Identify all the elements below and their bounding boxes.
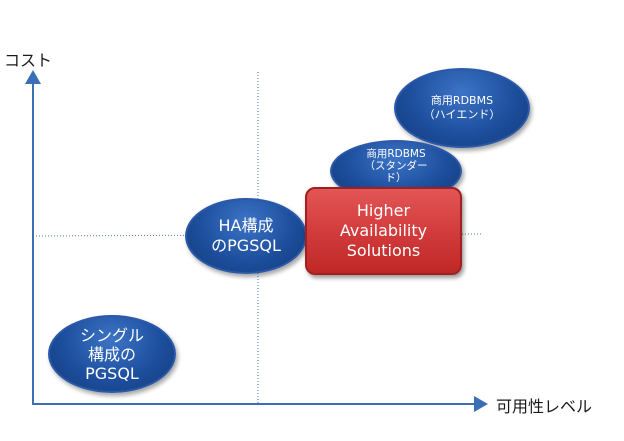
ha-pgsql-node: HA構成 のPGSQL <box>185 198 307 274</box>
high-availability-solutions-label: Higher Availability Solutions <box>339 201 428 260</box>
single-pgsql-node: シングル 構成の PGSQL <box>48 315 176 393</box>
x-axis-label: 可用性レベル <box>496 397 593 416</box>
commercial-rdbms-high-end-node: 商用RDBMS （ハイエンド） <box>394 68 530 148</box>
ha-pgsql-label: HA構成 のPGSQL <box>211 216 281 255</box>
high-availability-solutions-box: Higher Availability Solutions <box>305 187 462 275</box>
y-axis-label: コスト <box>4 51 53 70</box>
single-pgsql-label: シングル 構成の PGSQL <box>79 325 144 383</box>
commercial-rdbms-high-end-label: 商用RDBMS （ハイエンド） <box>423 94 501 121</box>
commercial-rdbms-standard-label: 商用RDBMS （スタンダー ド） <box>364 148 428 184</box>
